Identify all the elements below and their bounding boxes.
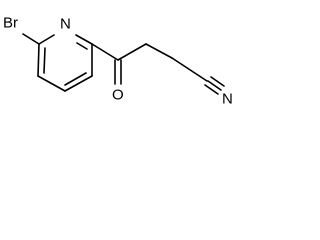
bond-c6-carbonyl <box>91 43 119 61</box>
bond-c3-c2 <box>37 43 40 77</box>
atom-label-br: Br <box>3 15 18 32</box>
bond-n1-c6-double <box>76 42 88 50</box>
bond-carbonyl-ch2 <box>117 43 147 61</box>
atom-label-n-nitrile: N <box>222 91 233 108</box>
atom-label-o: O <box>112 87 124 104</box>
bond-ch2-cn <box>171 57 208 82</box>
pyridine-ring <box>37 34 93 92</box>
bond-ch2-ch2 <box>145 43 173 59</box>
bond-c3-c2-double <box>43 47 46 74</box>
molecule-structure-diagram: Br N O N <box>3 15 233 108</box>
atom-label-n-ring: N <box>60 16 71 33</box>
bond-c2-n1 <box>38 34 55 45</box>
bond-c5-c4-double <box>64 72 87 86</box>
bond-n1-c6 <box>75 34 93 45</box>
bond-nitrile-2 <box>204 84 219 95</box>
bond-nitrile-1 <box>207 80 222 91</box>
bond-c2-br <box>22 33 40 45</box>
bond-nitrile-3 <box>210 76 225 87</box>
side-chain <box>91 43 225 95</box>
bond-c4-c3 <box>37 75 66 92</box>
bond-c5-c4 <box>64 75 93 92</box>
